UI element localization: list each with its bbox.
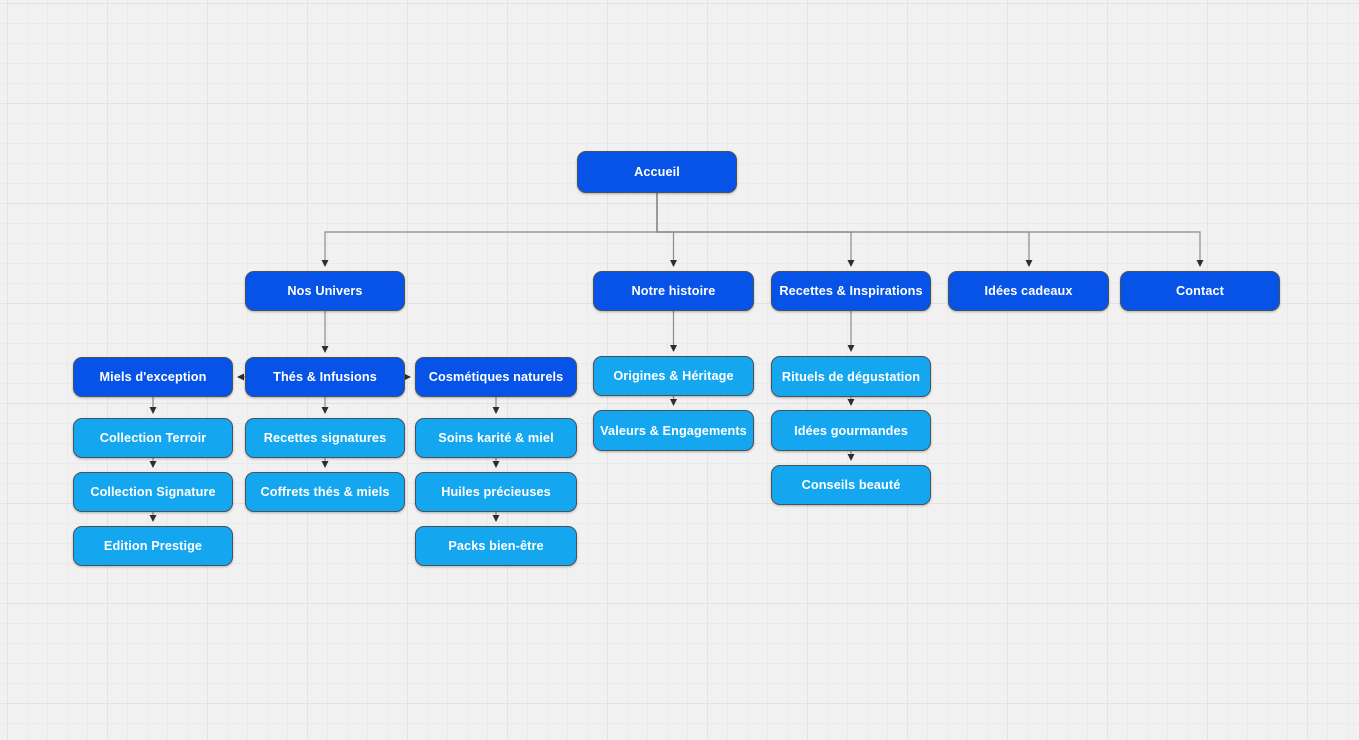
node-nos-univers[interactable]: Nos Univers [245,271,405,311]
edge-accueil-idees-cadeaux[interactable] [656,193,1033,267]
node-label: Accueil [634,165,680,179]
node-packs-bien-etre[interactable]: Packs bien-être [415,526,577,566]
node-label: Thés & Infusions [273,370,377,384]
node-label: Huiles précieuses [441,485,551,499]
node-label: Origines & Héritage [613,369,734,383]
node-notre-histoire[interactable]: Notre histoire [593,271,754,311]
node-thes-infusions[interactable]: Thés & Infusions [245,357,405,397]
node-label: Conseils beauté [801,478,901,492]
node-label: Rituels de dégustation [781,369,921,384]
node-label: Soins karité & miel [438,431,554,445]
node-miels-exception[interactable]: Miels d'exception [73,357,233,397]
node-label: Recettes signatures [263,431,387,445]
node-label: Packs bien-être [448,539,544,553]
node-label: Contact [1176,284,1224,298]
node-idees-cadeaux[interactable]: Idées cadeaux [948,271,1109,311]
node-contact[interactable]: Contact [1120,271,1280,311]
node-label: Cosmétiques naturels [428,370,564,384]
node-label: Collection Terroir [99,431,207,445]
edge-accueil-notre-histoire[interactable] [656,193,677,267]
edge-accueil-recettes-inspirations[interactable] [656,193,855,267]
node-idees-gourmandes[interactable]: Idées gourmandes [771,410,931,451]
node-recettes-inspirations[interactable]: Recettes & Inspirations [771,271,931,311]
node-label: Edition Prestige [103,539,203,553]
node-accueil[interactable]: Accueil [577,151,737,193]
node-label: Valeurs & Engagements [600,423,747,438]
node-collection-terroir[interactable]: Collection Terroir [73,418,233,458]
node-origines-heritage[interactable]: Origines & Héritage [593,356,754,396]
node-label: Collection Signature [90,485,216,499]
node-soins-karite-miel[interactable]: Soins karité & miel [415,418,577,458]
node-collection-signature[interactable]: Collection Signature [73,472,233,512]
node-label: Nos Univers [287,284,363,298]
node-label: Idées gourmandes [794,423,908,438]
node-cosmetiques-naturels[interactable]: Cosmétiques naturels [415,357,577,397]
node-rituels-degustation[interactable]: Rituels de dégustation [771,356,931,397]
node-label: Recettes & Inspirations [779,284,923,298]
node-coffrets-thes-miels[interactable]: Coffrets thés & miels [245,472,405,512]
edge-accueil-nos-univers[interactable] [321,193,658,267]
node-label: Miels d'exception [99,370,207,384]
node-label: Coffrets thés & miels [260,485,390,499]
node-label: Notre histoire [631,284,716,298]
node-valeurs-engagements[interactable]: Valeurs & Engagements [593,410,754,451]
node-recettes-signatures[interactable]: Recettes signatures [245,418,405,458]
edge-accueil-contact[interactable] [656,193,1204,267]
node-label: Idées cadeaux [984,284,1073,298]
node-conseils-beaute[interactable]: Conseils beauté [771,465,931,505]
node-huiles-precieuses[interactable]: Huiles précieuses [415,472,577,512]
node-edition-prestige[interactable]: Edition Prestige [73,526,233,566]
